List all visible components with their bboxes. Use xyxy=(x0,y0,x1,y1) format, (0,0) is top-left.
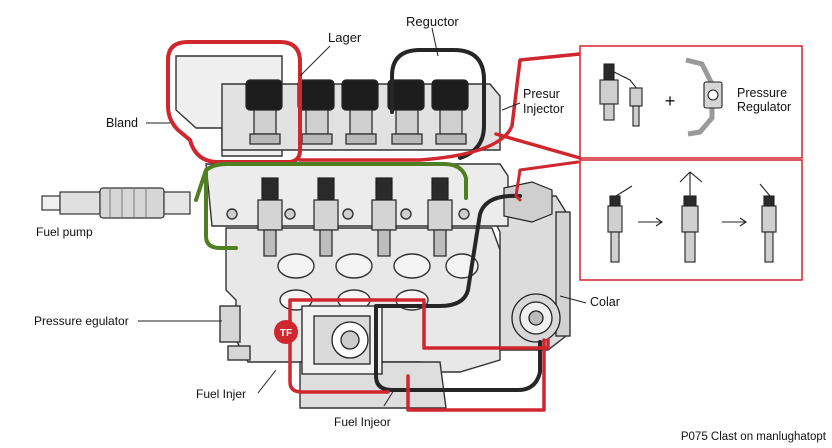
rail-injector xyxy=(313,177,339,257)
colar-coupling xyxy=(511,293,561,343)
plus-sign: + xyxy=(665,91,676,111)
red-rail-line-lower xyxy=(494,132,582,160)
top-injector xyxy=(431,79,469,145)
tf-badge-label: TF xyxy=(280,328,292,339)
label-colar: Colar xyxy=(590,295,620,309)
red-lower-line xyxy=(288,298,550,412)
red-intake-outline xyxy=(166,40,302,164)
fuel-lines xyxy=(166,40,582,412)
top-injector xyxy=(245,79,283,145)
red-rail-line xyxy=(298,52,582,162)
green-line xyxy=(194,162,468,250)
small-injector-icon xyxy=(599,63,643,127)
label-fuel-pump: Fuel pump xyxy=(36,225,93,239)
tf-badge: TF xyxy=(274,320,298,344)
pressure-regulator-module xyxy=(301,305,383,375)
pressure-regulator-icon xyxy=(685,57,723,137)
detail-box-bottom xyxy=(579,159,803,281)
black-regulator-outline xyxy=(390,48,486,160)
sequence-arrows xyxy=(638,217,747,227)
black-return-line xyxy=(374,193,542,392)
label-pressure-egulator: Pressure egulator xyxy=(34,314,129,328)
rail-injector xyxy=(427,177,453,257)
top-injector-row xyxy=(245,79,469,145)
label-bland: Bland xyxy=(106,116,138,130)
pressure-regulator-label-2: Regulator xyxy=(737,100,791,114)
pressure-regulator-label-1: Pressure xyxy=(737,86,787,100)
label-presur: Presur xyxy=(523,87,560,101)
injector-sequence xyxy=(607,171,777,263)
footer-caption: P075 Clast on manlughatopt xyxy=(681,431,827,443)
rail-injector-row xyxy=(257,177,453,257)
rail-injector xyxy=(371,177,397,257)
label-fuel-injer: Fuel Injer xyxy=(196,387,246,401)
red-box-link xyxy=(514,160,580,202)
fuel-pump xyxy=(41,187,191,219)
top-injector xyxy=(341,79,379,145)
leader-lines xyxy=(138,27,587,407)
top-injector xyxy=(387,79,425,145)
rail-injector xyxy=(257,177,283,257)
label-lager: Lager xyxy=(328,30,362,45)
hose-connector xyxy=(503,181,553,223)
label-fuel-injeor: Fuel Injeor xyxy=(334,415,391,429)
label-injector: Injector xyxy=(523,102,564,116)
label-reguctor: Reguctor xyxy=(406,14,459,29)
detail-box-top: + Pressure Regulator xyxy=(579,45,803,159)
